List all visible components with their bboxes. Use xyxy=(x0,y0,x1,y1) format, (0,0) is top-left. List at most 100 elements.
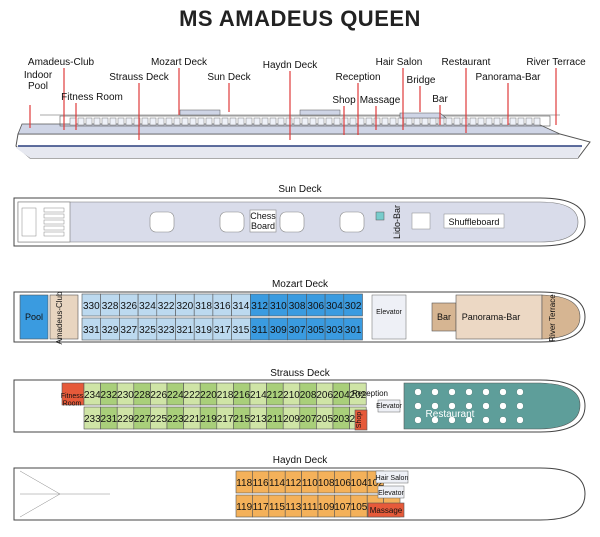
restaurant-table xyxy=(482,416,490,424)
profile-window xyxy=(101,117,109,126)
cabin-number: 330 xyxy=(83,301,100,312)
cabin-number: 210 xyxy=(283,390,300,401)
profile-window xyxy=(333,117,341,126)
profile-window xyxy=(197,117,205,126)
profile-window xyxy=(405,117,413,126)
cabin-number: 328 xyxy=(102,301,119,312)
lounger xyxy=(43,213,65,219)
elevator-area xyxy=(377,485,405,499)
profile-window xyxy=(173,117,181,126)
cabin-number: 325 xyxy=(139,325,156,336)
cabin-number: 316 xyxy=(214,301,231,312)
profile-label: Amadeus-Club xyxy=(28,57,95,68)
profile-label: Reception xyxy=(335,72,380,83)
profile-window xyxy=(373,117,381,126)
profile-window xyxy=(389,117,397,126)
profile-window xyxy=(189,117,197,126)
cabin-rect xyxy=(343,317,363,341)
sun-deck-title: Sun Deck xyxy=(278,184,322,195)
profile-label: Fitness Room xyxy=(61,92,123,103)
cabin-number: 225 xyxy=(150,414,167,425)
cabin-number: 315 xyxy=(233,325,250,336)
profile-label: Strauss Deck xyxy=(109,72,169,83)
cabin-number: 320 xyxy=(177,301,194,312)
bridge xyxy=(399,112,447,119)
restaurant-table xyxy=(431,402,439,410)
profile-window xyxy=(213,117,221,126)
cabin-number: 104 xyxy=(351,478,368,489)
cabin-number: 208 xyxy=(300,390,317,401)
cabin-number: 214 xyxy=(250,390,267,401)
page-title: MS AMADEUS QUEEN xyxy=(179,6,421,31)
deck-structure xyxy=(17,123,561,135)
cabin-number: 203 xyxy=(333,414,350,425)
cabin-number: 211 xyxy=(267,414,283,425)
profile-window xyxy=(269,117,277,126)
profile-window xyxy=(477,117,485,126)
restaurant-table xyxy=(414,416,422,424)
elevator-label: Elevator xyxy=(376,403,402,410)
profile-window xyxy=(141,117,149,126)
cabin-number: 206 xyxy=(316,390,333,401)
restaurant-table xyxy=(448,402,456,410)
cabin-number: 217 xyxy=(217,414,234,425)
cabin-number: 232 xyxy=(101,390,118,401)
cabin-number: 321 xyxy=(177,325,194,336)
profile-window xyxy=(77,117,85,126)
profile-window xyxy=(501,117,509,126)
lounger xyxy=(43,225,65,231)
profile-window xyxy=(125,117,133,126)
profile-window xyxy=(309,117,317,126)
restaurant-table xyxy=(499,416,507,424)
cabin-number: 224 xyxy=(167,390,184,401)
cabin-number: 218 xyxy=(217,390,234,401)
upper-deck xyxy=(59,115,551,127)
restaurant-table xyxy=(465,402,473,410)
profile-label: Bridge xyxy=(407,75,436,86)
cabin-number: 119 xyxy=(236,502,252,513)
lounger xyxy=(43,231,65,237)
restaurant-table xyxy=(482,402,490,410)
profile-window xyxy=(117,117,125,126)
profile-window xyxy=(221,117,229,126)
profile-window xyxy=(229,117,237,126)
cabin-number: 329 xyxy=(102,325,119,336)
cabin-number: 312 xyxy=(251,301,268,312)
profile-window xyxy=(285,117,293,126)
bar-label: Bar xyxy=(437,312,451,322)
cabin-number: 110 xyxy=(302,478,318,489)
cabin-number: 317 xyxy=(214,325,231,336)
cabin-number: 303 xyxy=(326,325,343,336)
profile-window xyxy=(533,117,541,126)
sun-deck-table xyxy=(339,211,365,233)
cabin-number: 231 xyxy=(101,414,118,425)
strauss-deck-title: Strauss Deck xyxy=(270,368,330,379)
profile-window xyxy=(469,117,477,126)
profile-window xyxy=(317,117,325,126)
cabin-number: 310 xyxy=(270,301,287,312)
profile-window xyxy=(109,117,117,126)
cabin-number: 233 xyxy=(84,414,101,425)
profile-window xyxy=(261,117,269,126)
sun-deck-table xyxy=(149,211,175,233)
haydn-deck-hull xyxy=(13,467,586,521)
cabin-number: 114 xyxy=(269,478,285,489)
hair-label: Hair Salon xyxy=(376,475,409,482)
profile-label: River Terrace xyxy=(526,57,586,68)
cabin-number: 212 xyxy=(267,390,284,401)
cabin-rect xyxy=(343,293,363,317)
cabin-number: 216 xyxy=(233,390,250,401)
profile-window xyxy=(149,117,157,126)
cabin-number: 221 xyxy=(184,414,201,425)
cabin-number: 306 xyxy=(307,301,324,312)
restaurant-table xyxy=(499,388,507,396)
profile-label: Restaurant xyxy=(442,57,491,68)
terrace-label: River Terrace xyxy=(548,294,557,342)
cabin-number: 213 xyxy=(250,414,267,425)
